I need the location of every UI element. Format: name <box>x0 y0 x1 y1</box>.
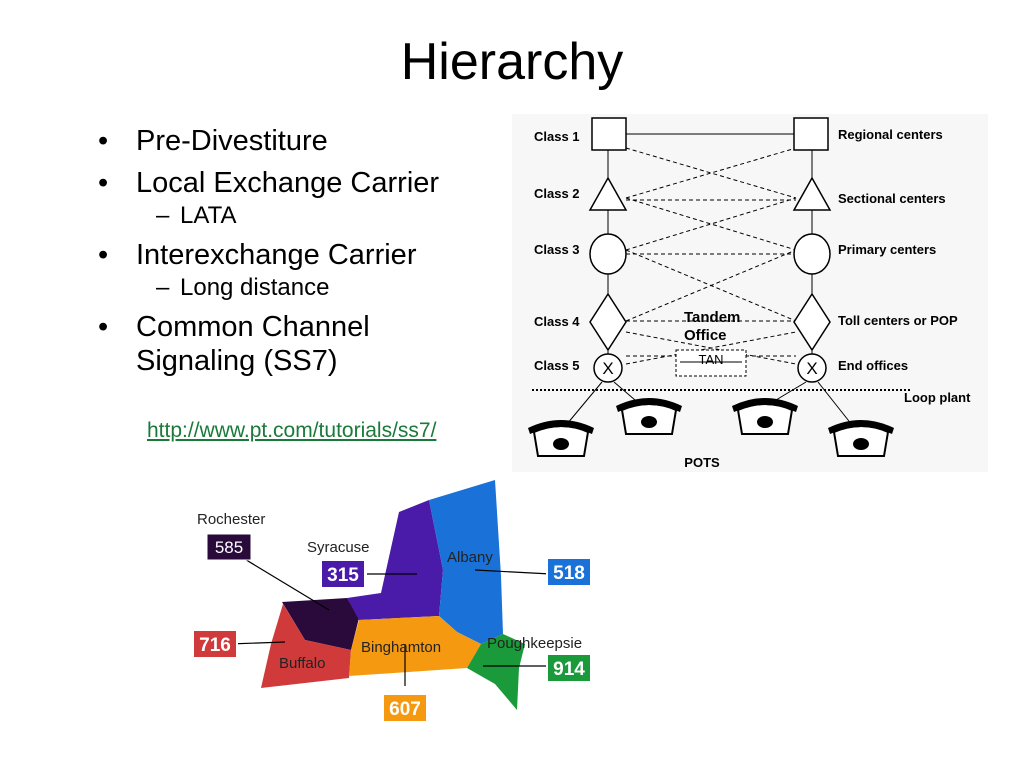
class2-left-node <box>588 176 628 211</box>
class4-left-node <box>589 292 627 352</box>
level-label: End offices <box>838 358 908 373</box>
bullet-item: • Interexchange Carrier <box>98 238 518 272</box>
bullet-item: • Local Exchange Carrier <box>98 166 518 200</box>
class1-left-node <box>591 117 627 151</box>
tandem-box <box>675 349 747 377</box>
telephone-icon <box>732 398 798 435</box>
bullet-list: • Pre-Divestiture • Local Exchange Carri… <box>98 124 518 386</box>
class1-right-node <box>793 117 829 151</box>
loop-plant-label: Loop plant <box>904 390 971 405</box>
level-label: Sectional centers <box>838 191 946 206</box>
class3-left-node <box>589 233 627 275</box>
class-label: Class 3 <box>534 242 580 257</box>
sub-bullet-text: Long distance <box>180 274 330 301</box>
tandem-label: Tandem <box>684 309 740 326</box>
switch-mark-right: X <box>806 359 817 378</box>
bullet-text: Interexchange Carrier <box>136 239 417 271</box>
slide-title: Hierarchy <box>400 33 624 91</box>
ss7-tutorial-link[interactable]: http://www.pt.com/tutorials/ss7/ <box>147 419 437 442</box>
region-poughkeepsie <box>467 634 525 710</box>
rochester-label: Rochester <box>197 511 265 528</box>
level-label: Regional centers <box>838 127 943 142</box>
code-607: 607 <box>389 699 421 720</box>
class-labels: Class 1 Class 2 Class 3 Class 4 Class 5 <box>534 129 580 373</box>
sub-bullet-text: LATA <box>180 202 237 229</box>
callout-lines <box>228 557 552 686</box>
sub-bullet-dash: – <box>156 274 170 301</box>
code-716: 716 <box>199 635 231 656</box>
bullet-dot: • <box>98 167 109 199</box>
hierarchy-diagram: X X Class 1 Class 2 Class 3 Class 4 Clas… <box>512 114 988 472</box>
badge-716 <box>192 629 238 659</box>
buffalo-label: Buffalo <box>279 655 325 672</box>
class5-left-node <box>593 353 623 383</box>
badge-518 <box>546 557 592 587</box>
level-label: Toll centers or POP <box>838 313 958 328</box>
code-518: 518 <box>553 563 585 584</box>
region-syracuse <box>347 500 443 620</box>
poughkeepsie-label: Poughkeepsie <box>487 635 582 652</box>
code-585: 585 <box>215 538 243 557</box>
sub-bullet-dash: – <box>156 202 170 229</box>
class5-right-node <box>797 353 827 383</box>
switch-mark-left: X <box>602 359 613 378</box>
level-label: Primary centers <box>838 242 936 257</box>
telephone-icon <box>616 398 682 435</box>
pots-label: POTS <box>684 455 720 470</box>
level-labels: Regional centers Sectional centers Prima… <box>838 127 958 373</box>
class4-right-node <box>793 292 831 352</box>
area-code-map: Rochester 585 Syracuse 315 Albany 518 71… <box>192 480 592 723</box>
badge-315 <box>320 559 366 589</box>
bullet-item: • Common Channel Signaling (SS7) <box>98 310 436 378</box>
sub-bullet-item: – Long distance <box>98 274 518 302</box>
class-label: Class 5 <box>534 358 580 373</box>
badge-607 <box>382 693 428 723</box>
badge-914 <box>546 653 592 683</box>
albany-label: Albany <box>447 549 493 566</box>
bullet-dot: • <box>98 125 109 157</box>
region-rochester <box>282 598 359 650</box>
region-albany <box>429 480 503 644</box>
class2-right-node <box>792 176 832 211</box>
region-binghamton <box>349 616 481 676</box>
dashed-links <box>625 147 797 365</box>
class-nodes <box>588 117 832 383</box>
badge-585 <box>206 533 252 561</box>
bullet-text: Pre-Divestiture <box>136 125 328 157</box>
bullet-item: • Pre-Divestiture <box>98 124 518 158</box>
class3-right-node <box>793 233 831 275</box>
telephone-icon <box>828 420 894 457</box>
bullet-dot: • <box>98 311 109 343</box>
code-315: 315 <box>327 565 359 586</box>
syracuse-label: Syracuse <box>307 539 370 556</box>
sub-bullet-item: – LATA <box>98 202 518 230</box>
bullet-text: Common Channel Signaling (SS7) <box>136 311 370 377</box>
class-label: Class 2 <box>534 186 580 201</box>
telephone-icon <box>528 420 594 457</box>
class-label: Class 4 <box>534 314 580 329</box>
tan-label: TAN <box>698 352 723 367</box>
bullet-dot: • <box>98 239 109 271</box>
code-914: 914 <box>553 659 585 680</box>
region-buffalo <box>261 604 351 688</box>
office-label: Office <box>684 327 727 344</box>
bullet-text: Local Exchange Carrier <box>136 167 440 199</box>
class-label: Class 1 <box>534 129 580 144</box>
binghamton-label: Binghamton <box>361 639 441 656</box>
